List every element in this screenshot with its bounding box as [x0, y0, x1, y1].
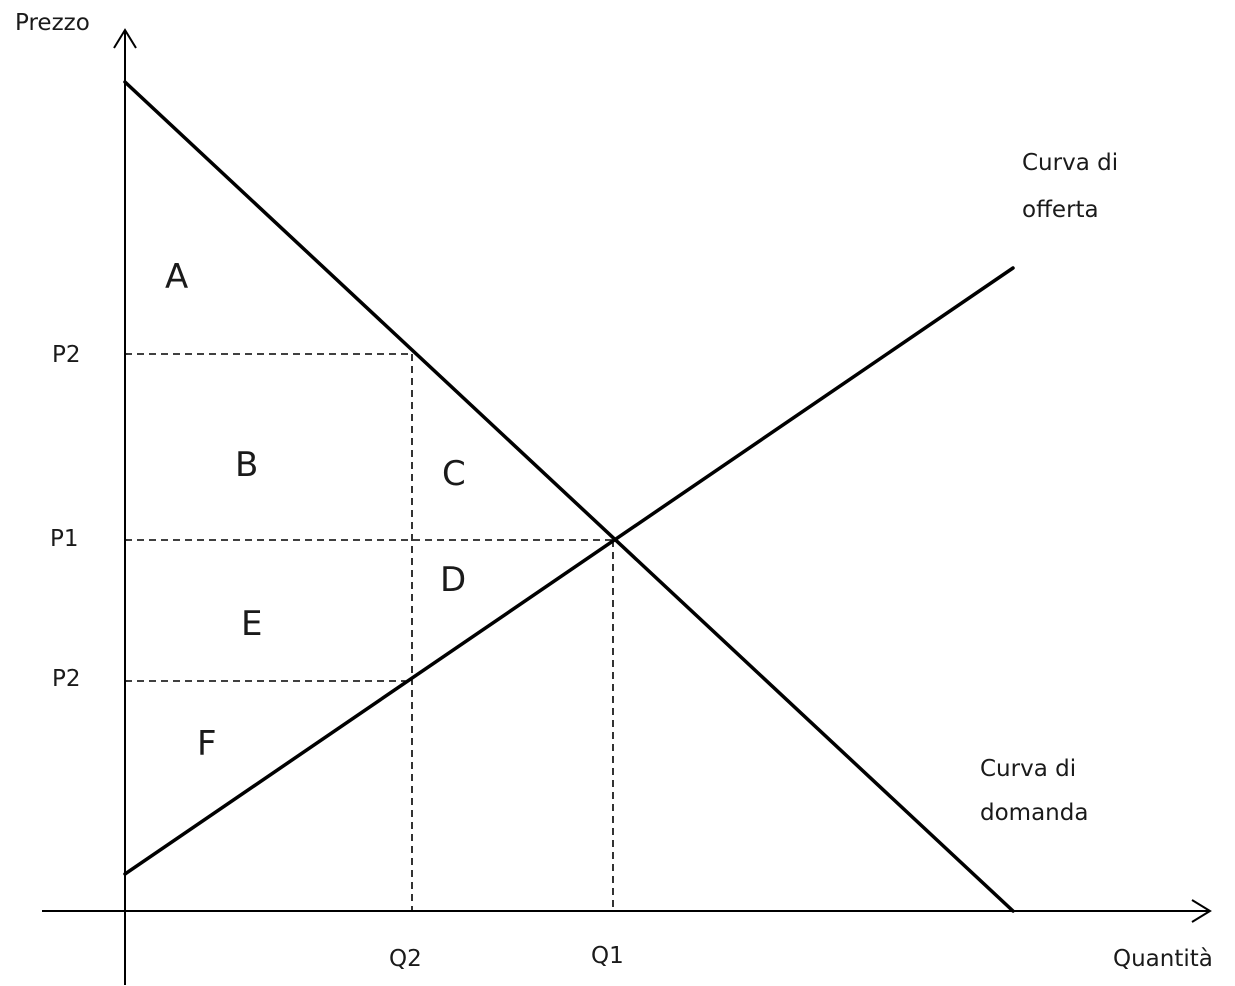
tick-label-p2-upper: P2 [52, 342, 81, 368]
x-axis-label: Quantità [1113, 946, 1213, 972]
demand-curve-label-line1: Curva di [980, 756, 1076, 782]
region-label-b: B [235, 445, 258, 485]
region-label-e: E [241, 604, 262, 644]
region-label-a: A [165, 257, 188, 297]
region-label-c: C [442, 454, 466, 494]
x-axis-arrow-icon [1191, 899, 1212, 923]
demand-curve-label-line2: domanda [980, 800, 1088, 826]
supply-curve [123, 266, 1015, 876]
y-axis-label: Prezzo [15, 10, 90, 36]
region-label-f: F [197, 724, 217, 764]
y-axis-arrow-icon [113, 28, 137, 49]
region-label-d: D [440, 560, 466, 600]
tick-label-q1: Q1 [591, 943, 624, 969]
tick-label-p2-lower: P2 [52, 666, 81, 692]
demand-curve [123, 80, 1015, 913]
tick-label-p1: P1 [50, 526, 79, 552]
tick-label-q2: Q2 [389, 946, 422, 972]
supply-curve-label-line1: Curva di [1022, 150, 1118, 176]
supply-curve-label-line2: offerta [1022, 197, 1099, 223]
